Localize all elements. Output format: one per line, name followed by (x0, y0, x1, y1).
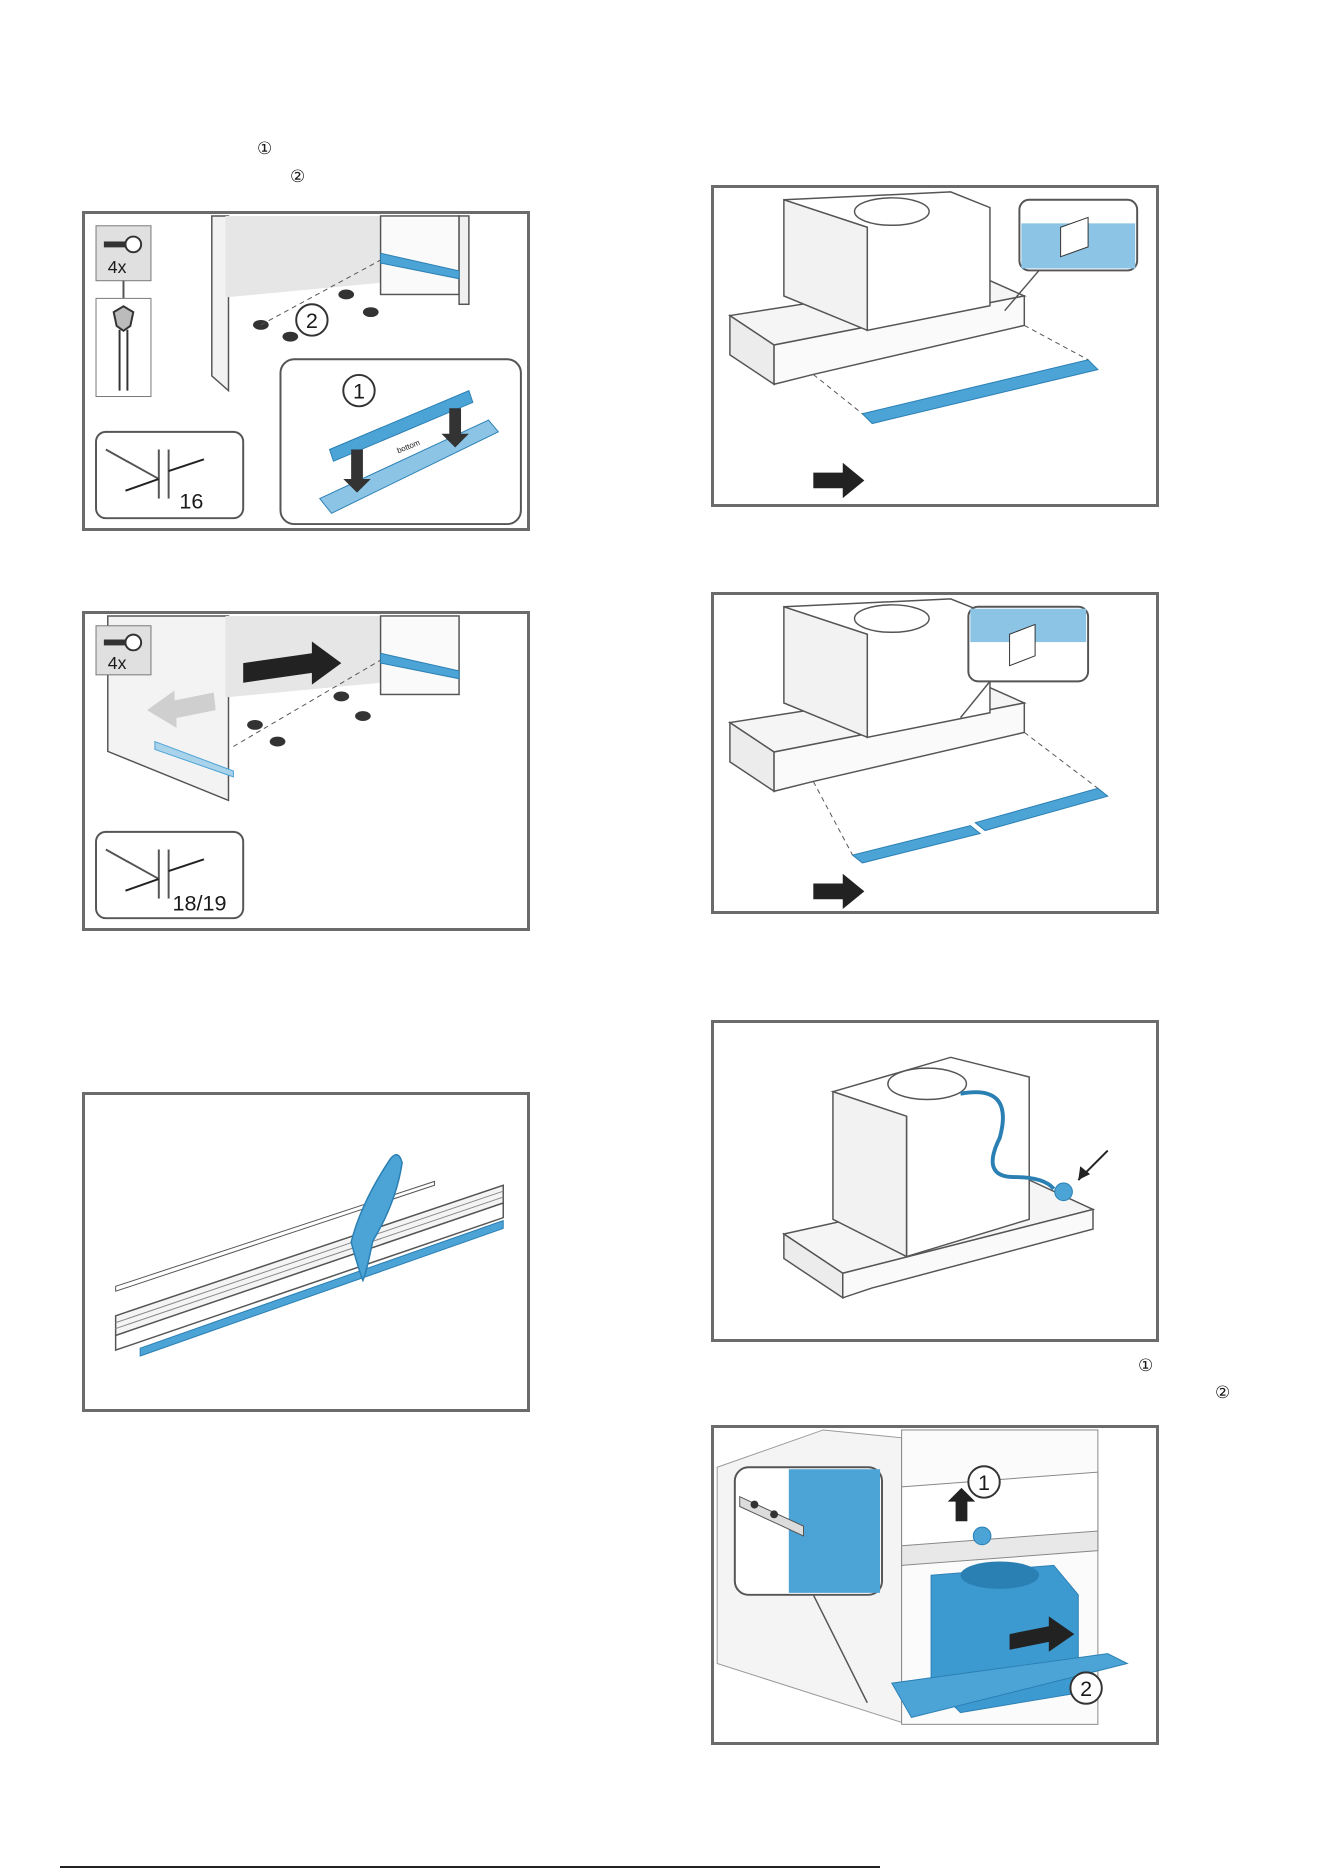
figure-cut-strip (82, 1092, 530, 1412)
dimension-label: 18/19 (173, 890, 227, 915)
hood-power-cable-illustration (714, 1023, 1156, 1339)
step-marker-2: ② (290, 168, 305, 185)
footer-rule (60, 1866, 880, 1868)
figure-hood-insertion: 1 2 (711, 1425, 1159, 1745)
dimension-label: 16 (179, 488, 203, 513)
step-2-label: 2 (306, 308, 318, 333)
figure-hood-power-cable (711, 1020, 1159, 1342)
step-1-label: 1 (353, 378, 365, 403)
step-marker-1: ① (1138, 1357, 1153, 1374)
figure-hood-two-strips (711, 592, 1159, 914)
step-1-label: 1 (978, 1470, 990, 1495)
arrow-icon (1078, 1166, 1090, 1180)
hood-insertion-illustration: 1 2 (714, 1428, 1156, 1742)
side-bracket-illustration: 4x 18/19 (85, 614, 527, 928)
hood-strip-illustration (714, 188, 1156, 504)
bracket-mounting-illustration: 2 4x 16 bottom 1 (85, 214, 527, 528)
figure-hood-strip (711, 185, 1159, 507)
figure-side-bracket: 4x 18/19 (82, 611, 530, 931)
hood-two-strips-illustration (714, 595, 1156, 911)
power-plug-icon (1055, 1183, 1073, 1201)
step-marker-2: ② (1215, 1384, 1230, 1401)
step-marker-1: ① (257, 140, 272, 157)
screw-count: 4x (108, 257, 127, 277)
figure-bracket-mounting: 2 4x 16 bottom 1 (82, 211, 530, 531)
power-plug-icon (973, 1527, 991, 1545)
screw-icon (247, 692, 371, 747)
cut-strip-illustration (85, 1095, 527, 1409)
screw-count: 4x (108, 653, 127, 673)
step-2-label: 2 (1080, 1676, 1092, 1701)
arrow-icon (813, 463, 864, 498)
arrow-icon (813, 874, 864, 909)
